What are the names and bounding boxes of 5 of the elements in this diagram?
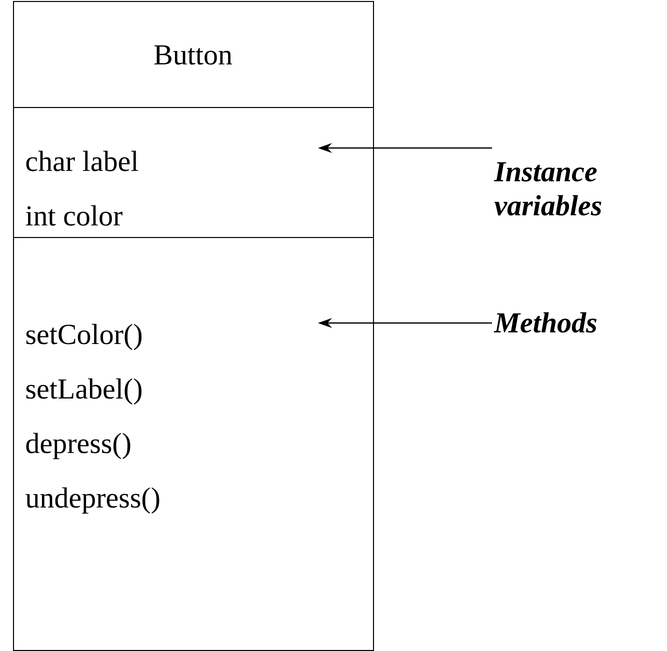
- annotation-text: Instance variables: [494, 162, 602, 216]
- annotation-text: Methods: [494, 312, 596, 333]
- attributes-box: char label int color: [13, 107, 374, 238]
- class-name-box: Button: [13, 1, 374, 108]
- methods-box: setColor() setLabel() depress() undepress(): [13, 237, 374, 651]
